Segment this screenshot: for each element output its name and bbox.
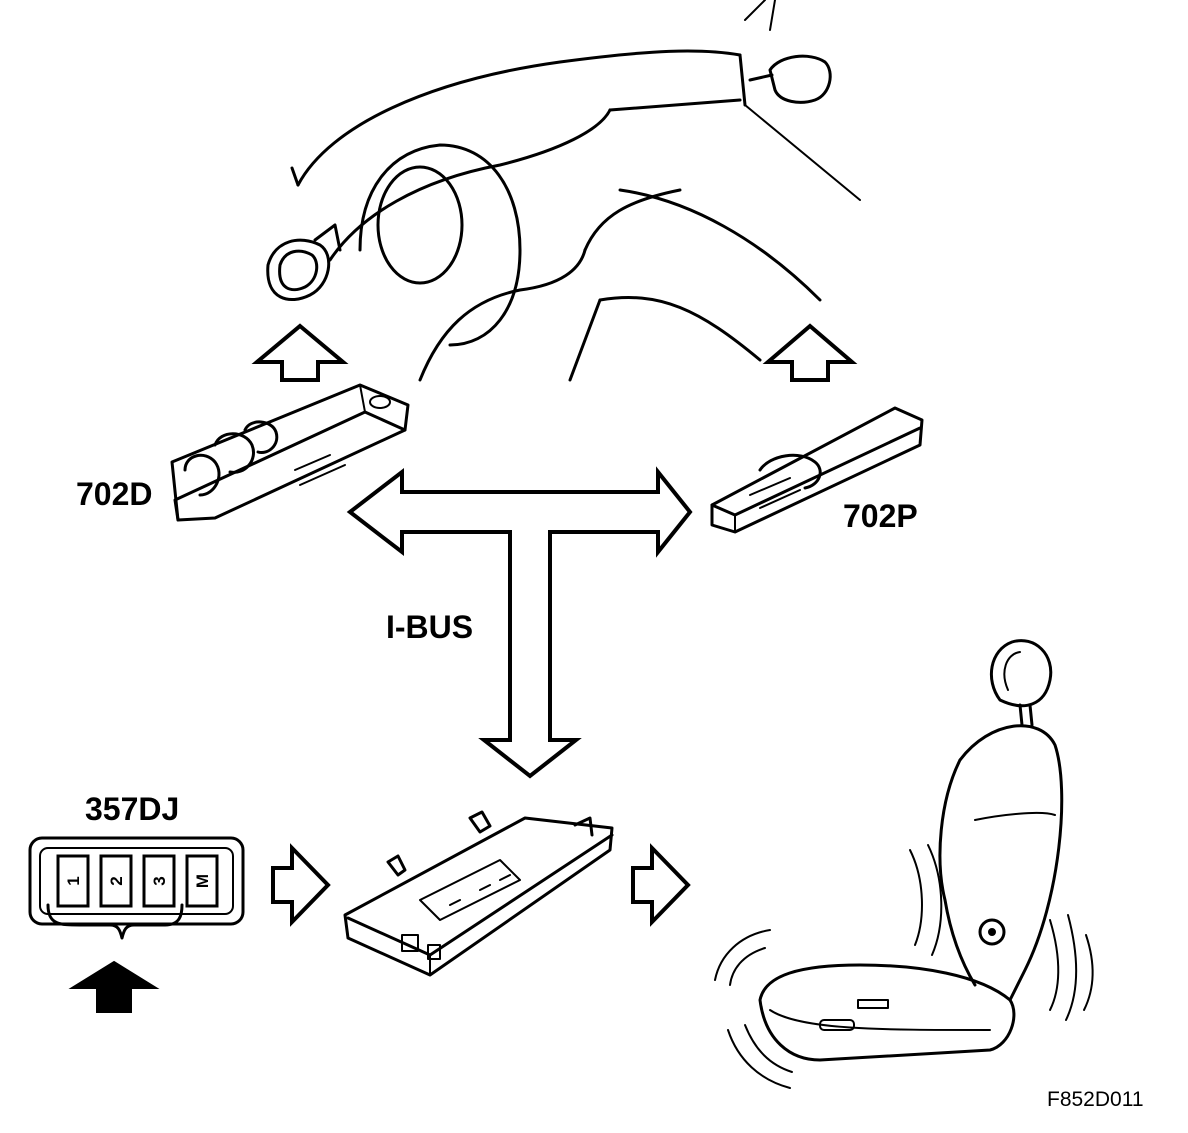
memory-panel-label: 357DJ	[85, 791, 180, 827]
power-seat-illustration	[714, 639, 1094, 1089]
ibus-connection-arrow	[346, 466, 693, 779]
passenger-switch-label: 702P	[843, 498, 918, 534]
driver-switch-module-702d	[170, 383, 410, 522]
memory-key-1[interactable]: 1	[56, 854, 90, 908]
memory-key-1-label: 1	[64, 876, 83, 885]
memory-key-2[interactable]: 2	[99, 854, 133, 908]
arrow-right-to-seat	[631, 843, 691, 927]
arrow-right-to-module	[271, 843, 331, 927]
driver-switch-label: 702D	[76, 476, 153, 512]
memory-key-m-label: M	[193, 874, 212, 888]
memory-key-3[interactable]: 3	[142, 854, 176, 908]
memory-key-m[interactable]: M	[185, 854, 219, 908]
car-interior-illustration	[266, 0, 861, 382]
arrow-up-left	[251, 323, 349, 382]
memory-key-3-label: 3	[150, 876, 169, 885]
figure-id: F852D011	[1047, 1088, 1144, 1111]
memory-key-2-label: 2	[107, 876, 126, 885]
ibus-label: I-BUS	[386, 609, 474, 645]
seat-control-module	[343, 810, 614, 977]
arrow-up-right	[762, 323, 858, 382]
passenger-switch-module-702p	[710, 406, 924, 534]
press-arrow-icon	[68, 960, 160, 1013]
memory-panel-357dj: 1 2 3 M	[28, 836, 245, 940]
